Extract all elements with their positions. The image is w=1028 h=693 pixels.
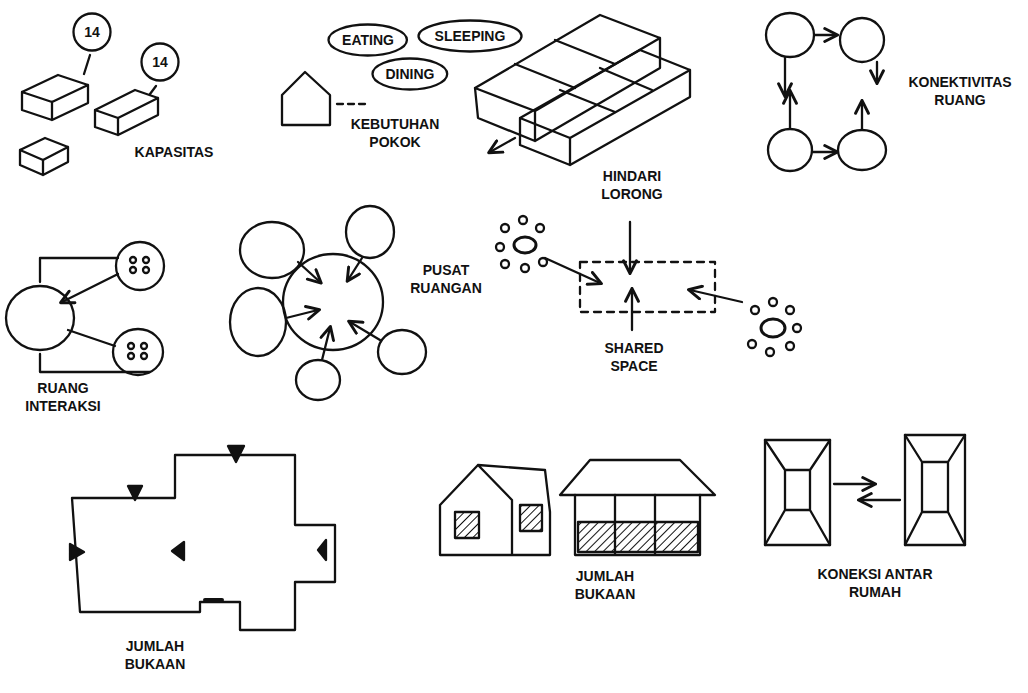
activity-text: EATING [342, 32, 394, 48]
house-elevations [440, 460, 715, 555]
callout-bubble: 14 [140, 42, 180, 82]
sketch-label: JUMLAH BUKAAN [100, 638, 210, 673]
callout-number: 14 [84, 24, 100, 40]
central-space-diagram [230, 206, 426, 400]
connectivity-circles [766, 13, 886, 171]
interaction-diagram [6, 242, 164, 375]
sketch-label: KONEKTIVITAS RUANG [900, 74, 1020, 109]
activity-text: DINING [385, 66, 434, 82]
house-and-corridor-blocks [282, 15, 690, 165]
sketch-label: JUMLAH BUKAAN [545, 568, 665, 603]
sketch-label: KAPASITAS [124, 144, 224, 162]
shared-space-diagram [496, 216, 801, 356]
activity-bubble: EATING [327, 23, 408, 57]
roof-plans [765, 435, 965, 545]
sketch-label: HINDARI LORONG [582, 168, 682, 203]
activity-text: SLEEPING [435, 28, 506, 44]
callout-number: 14 [152, 54, 168, 70]
sketch-label: RUANG INTERAKSI [8, 380, 118, 415]
sketch-label: SHARED SPACE [584, 340, 684, 375]
activity-bubble: SLEEPING [417, 19, 523, 53]
sketch-label: PUSAT RUANGAN [396, 262, 496, 297]
callout-bubble: 14 [72, 12, 112, 52]
activity-bubble: DINING [371, 57, 449, 91]
sketch-label: KEBUTUHAN POKOK [340, 116, 450, 151]
sketch-label: KONEKSI ANTAR RUMAH [800, 566, 950, 601]
floor-plan [70, 446, 335, 630]
